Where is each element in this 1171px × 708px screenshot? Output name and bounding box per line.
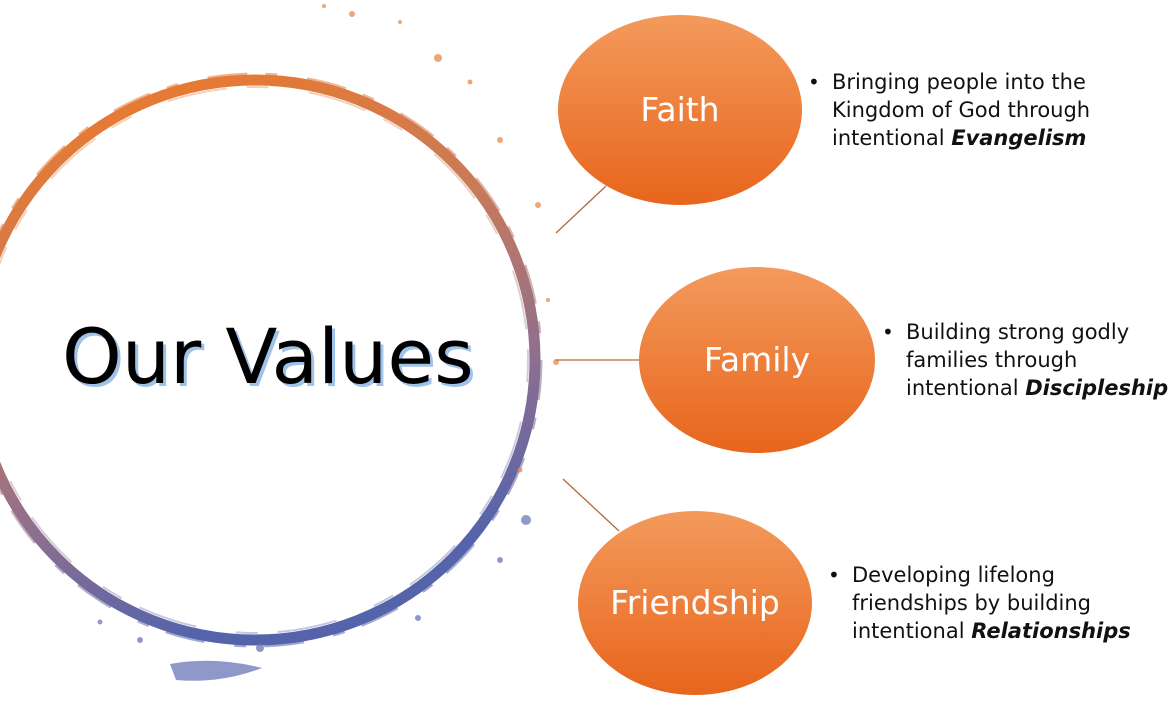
desc-line: intentional Relationships [852,617,1131,645]
desc-line: friendships by building [852,591,1091,615]
bullet-icon: • [882,320,894,344]
node-label-family: Family [703,340,811,379]
connector-lines [555,185,640,532]
node-label-faith: Faith [640,90,720,129]
desc-family: • Building strong godly families through… [882,318,1168,402]
paint-splatter [322,4,559,473]
desc-emphasis: Discipleship [1025,376,1169,400]
connector-faith [555,185,607,234]
node-family [639,267,875,453]
desc-line-text: intentional [906,376,1026,400]
desc-line: intentional Evangelism [832,124,1090,152]
desc-line: Bringing people into the [832,70,1086,94]
desc-line: Kingdom of God through [832,98,1091,122]
desc-line: families through [906,348,1078,372]
main-circle [0,72,543,648]
paint-splatter-blue [97,515,531,681]
desc-line: intentional Discipleship [906,374,1168,402]
desc-emphasis: Relationships [971,619,1131,643]
node-label-friendship: Friendship [610,583,780,622]
page-title: Our Values [62,312,474,401]
desc-emphasis: Evangelism [951,126,1087,150]
node-faith [558,15,802,205]
desc-line: Developing lifelong [852,563,1055,587]
value-nodes [558,15,875,695]
desc-line: Building strong godly [906,320,1130,344]
bullet-icon: • [808,70,820,94]
desc-friendship: • Developing lifelong friendships by bui… [828,561,1131,645]
node-friendship [578,511,812,695]
desc-faith: • Bringing people into the Kingdom of Go… [808,68,1091,152]
desc-line-text: intentional [832,126,952,150]
desc-line-text: intentional [852,619,972,643]
bullet-icon: • [828,563,840,587]
connector-friendship [562,478,620,532]
